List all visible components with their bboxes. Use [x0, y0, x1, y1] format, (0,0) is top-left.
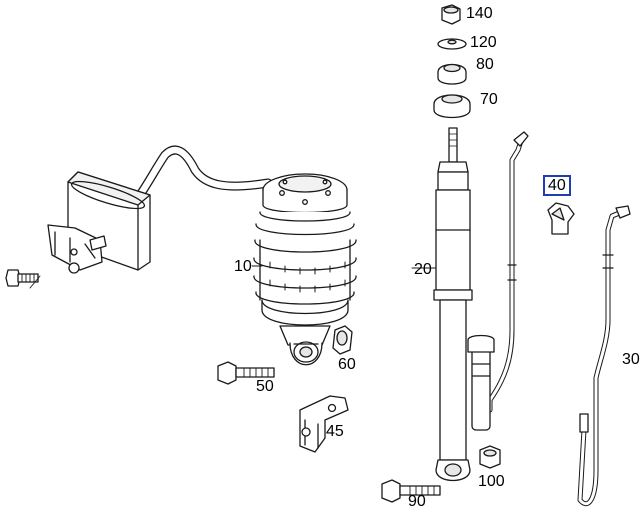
callout-70[interactable]: 70: [480, 91, 498, 108]
callout-10[interactable]: 10: [234, 258, 252, 275]
sensor-cable-right-graphic[interactable]: [577, 205, 631, 507]
washer-graphic[interactable]: [437, 38, 467, 50]
rubber-bushing-graphic[interactable]: [437, 63, 467, 85]
top-nut-graphic[interactable]: [441, 4, 461, 25]
callout-100[interactable]: 100: [478, 473, 505, 490]
nut-graphic[interactable]: [332, 325, 353, 355]
upper-mount-graphic[interactable]: [433, 94, 471, 119]
clip-graphic[interactable]: [547, 202, 575, 235]
shock-absorber-graphic[interactable]: [433, 127, 473, 482]
leader-lines: [29, 265, 437, 289]
callout-30[interactable]: 30: [622, 351, 640, 368]
callout-60[interactable]: 60: [338, 356, 356, 373]
lower-bolt-graphic[interactable]: [381, 479, 441, 503]
callout-90[interactable]: 90: [408, 493, 426, 510]
sensor-cable-graphic: [467, 131, 529, 431]
callout-110[interactable]: 120: [470, 34, 497, 51]
callout-20[interactable]: 20: [414, 261, 432, 278]
callout-80[interactable]: 80: [476, 56, 494, 73]
mount-bolt-graphic[interactable]: [5, 269, 39, 287]
callout-45[interactable]: 45: [326, 423, 344, 440]
callout-40-selected[interactable]: 40: [543, 175, 571, 196]
callout-120[interactable]: 140: [466, 5, 493, 22]
lower-nut-graphic[interactable]: [479, 445, 501, 469]
bolt-graphic[interactable]: [217, 361, 275, 385]
bracket-graphic[interactable]: [299, 395, 349, 453]
callout-50[interactable]: 50: [256, 378, 274, 395]
air-spring-strut-graphic[interactable]: [47, 145, 357, 366]
